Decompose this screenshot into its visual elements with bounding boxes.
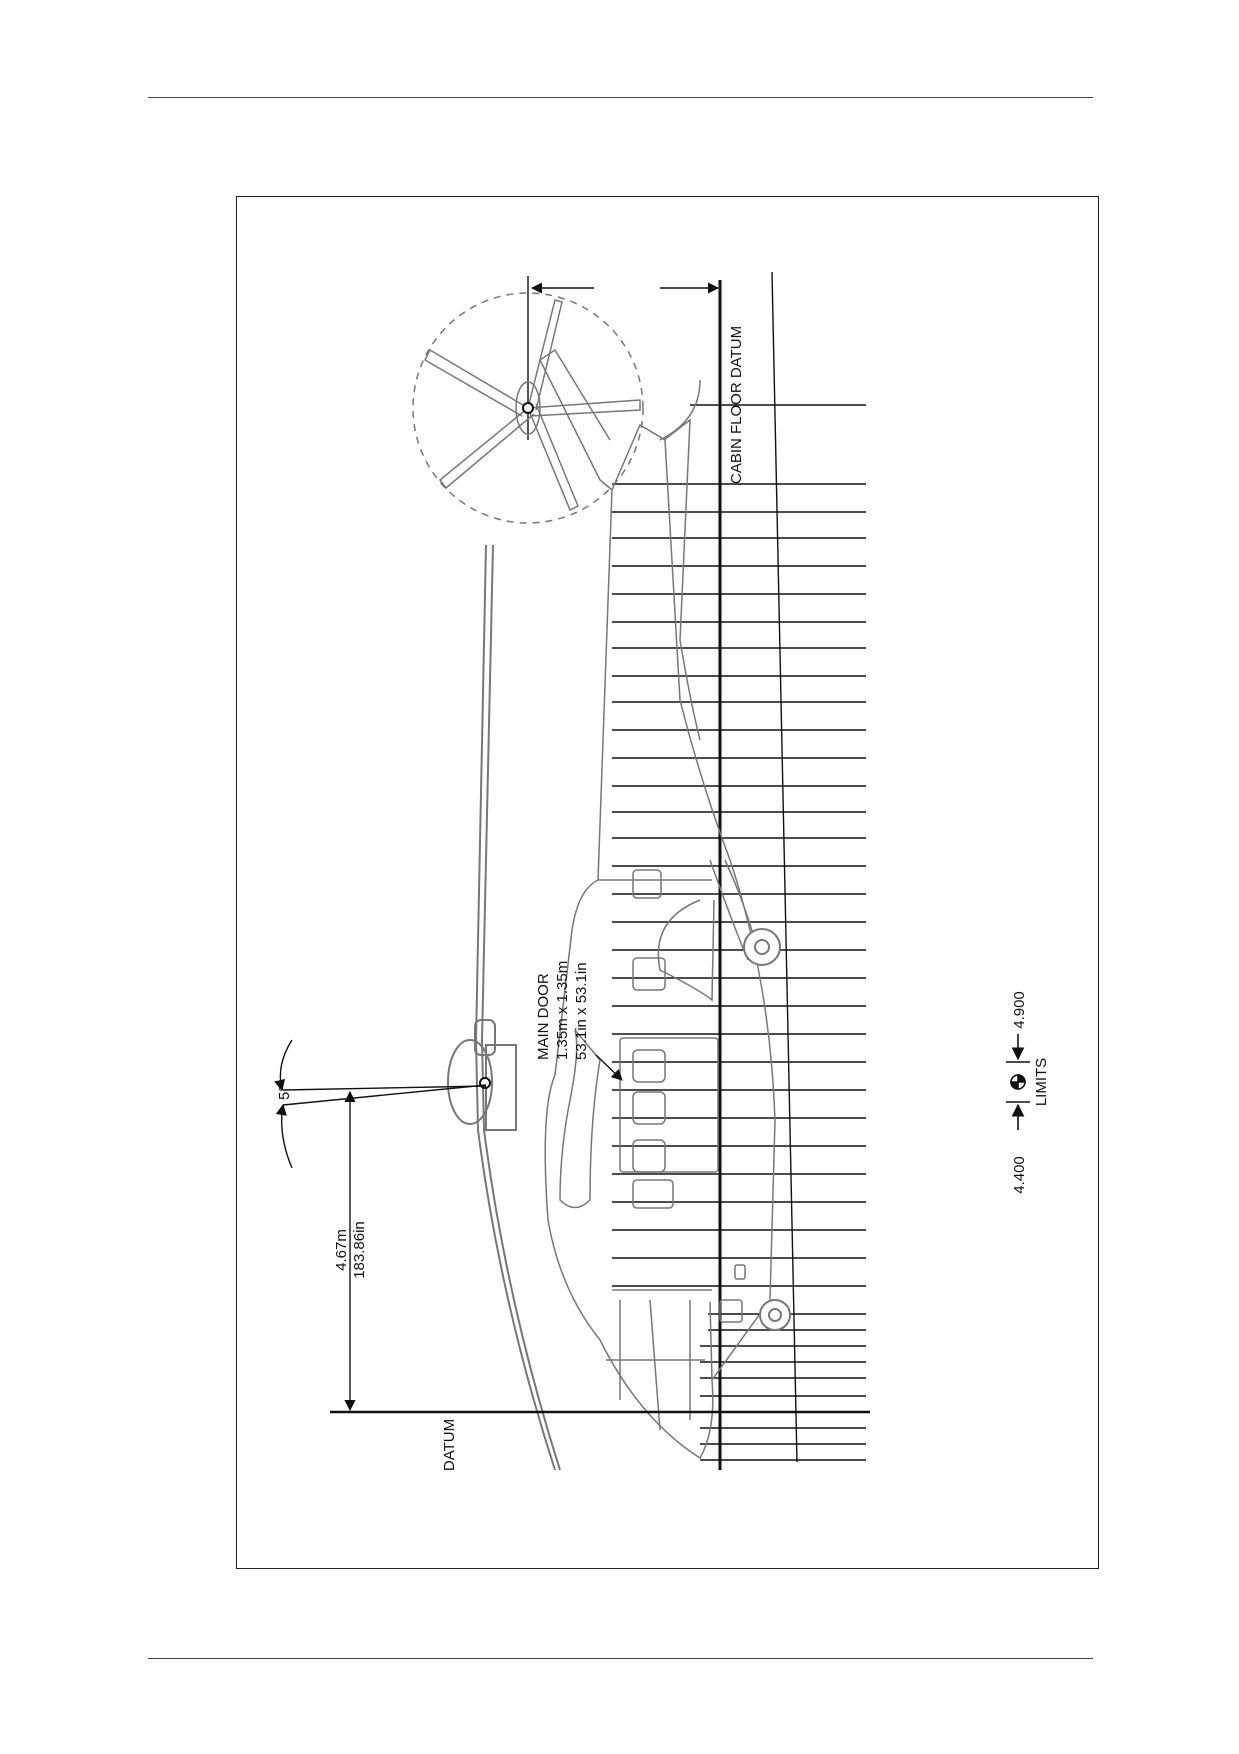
cg-limits-label: LIMITS <box>1033 1058 1050 1106</box>
rotor-hub <box>447 1039 493 1125</box>
cabin-windows <box>619 869 746 1323</box>
rotor-height-imperial: 183.86in <box>351 1221 368 1279</box>
tilt-line <box>282 1084 487 1106</box>
main-door-title: MAIN DOOR <box>535 973 552 1060</box>
main-door-size-imperial: 53.1in x 53.1in <box>573 962 590 1060</box>
main-rotor <box>447 544 561 1471</box>
main-door-size-metric: 1.35m x 1.35m <box>554 961 571 1060</box>
rotor-height-extension <box>282 1085 487 1091</box>
tail-rotor-center-mark <box>522 402 534 414</box>
main-wheel-hub <box>754 939 770 955</box>
fuselage-outline <box>539 348 776 1460</box>
window <box>719 1299 743 1323</box>
tail-rotor-disc <box>412 292 644 524</box>
tilt-angle-arc <box>275 1103 293 1169</box>
tail-rotor <box>412 292 701 524</box>
window <box>632 1049 666 1083</box>
window <box>632 1139 666 1173</box>
cg-limit-lower: 4.400 <box>1011 1156 1028 1194</box>
cg-limit-upper: 4.900 <box>1011 991 1028 1029</box>
footer-rule <box>148 1658 1093 1659</box>
tail-rotor-hub <box>515 381 541 435</box>
window <box>632 869 662 899</box>
window <box>632 957 666 991</box>
tilt-angle-arc <box>274 1039 293 1092</box>
header-rule <box>148 97 1093 98</box>
landing-gear <box>743 928 791 1331</box>
rotor-height-metric: 4.67m <box>333 1229 350 1271</box>
rotor-mast <box>485 1044 517 1131</box>
window <box>632 1091 666 1125</box>
drawing-frame <box>236 196 1099 1569</box>
main-door-outline <box>619 1037 719 1173</box>
window <box>734 1264 746 1280</box>
cabin-floor-datum-label: CABIN FLOOR DATUM <box>728 326 745 484</box>
window <box>632 1179 674 1209</box>
main-door-leader <box>595 1054 623 1081</box>
tilt-angle-label: 5° <box>276 1086 293 1100</box>
datum-label: DATUM <box>441 1419 458 1471</box>
nose-wheel-hub <box>768 1308 782 1322</box>
cg-limits-symbol <box>1006 1034 1030 1130</box>
fuselage-reference-line <box>771 271 798 1463</box>
blade-cuff <box>474 1019 496 1056</box>
